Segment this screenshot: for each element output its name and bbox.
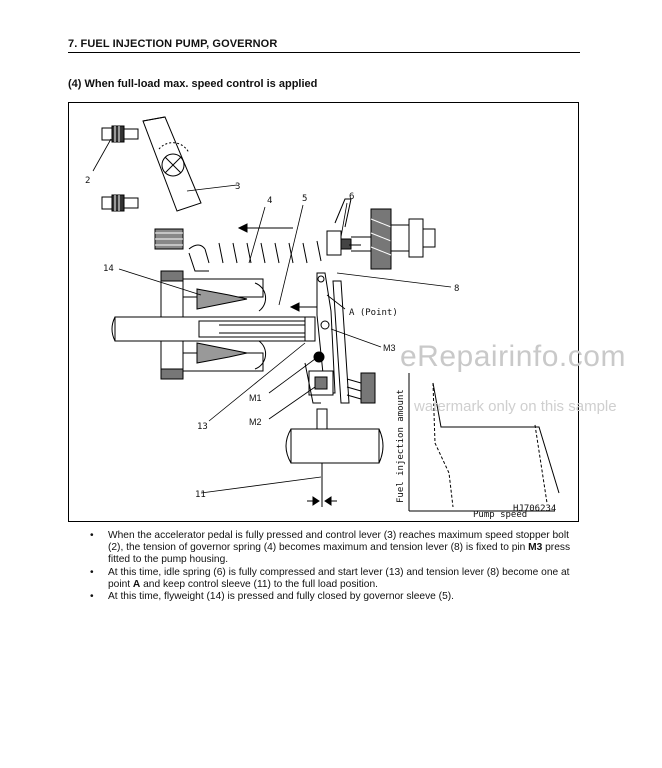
lower-spring xyxy=(346,372,376,404)
callout-2: 2 xyxy=(85,176,90,186)
idle-spring-assembly xyxy=(326,198,361,256)
graph-ylabel: Fuel injection amount xyxy=(396,389,406,503)
callout-3: 3 xyxy=(235,182,240,192)
callout-6: 6 xyxy=(349,192,354,202)
header-rule xyxy=(68,52,580,53)
callout-m1: M1 xyxy=(249,393,262,403)
bullet-item: When the accelerator pedal is fully pres… xyxy=(90,530,585,567)
bullet-item: At this time, flyweight (14) is pressed … xyxy=(90,591,585,603)
figure-code: HJ706234 xyxy=(513,504,556,514)
callout-m3: M3 xyxy=(383,343,396,353)
stopper-bolt-lower xyxy=(101,194,139,212)
injection-graph xyxy=(408,373,560,512)
diagram-drawing: 2 3 4 5 6 14 8 A (Point) M3 M1 M2 13 11 … xyxy=(85,116,560,520)
graph-xlabel: Pump speed xyxy=(473,510,527,520)
callout-13: 13 xyxy=(197,422,208,432)
subsection-title: (4) When full-load max. speed control is… xyxy=(68,78,318,90)
lever-assembly xyxy=(304,272,350,404)
leader-lines xyxy=(92,138,452,494)
callout-11: 11 xyxy=(195,490,206,500)
callout-point-a: A (Point) xyxy=(349,308,398,318)
bullet-item: At this time, idle spring (6) is fully c… xyxy=(90,567,585,591)
callout-4: 4 xyxy=(267,196,272,206)
housing-bolt xyxy=(351,208,436,270)
watermark-logo: eRepairinfo.com xyxy=(400,340,626,373)
watermark-text: watermark only on this sample xyxy=(414,398,617,415)
section-header: 7. FUEL INJECTION PUMP, GOVERNOR xyxy=(68,38,278,50)
stopper-bolt-upper xyxy=(101,125,139,143)
governor-spring xyxy=(188,240,322,272)
callout-5: 5 xyxy=(302,194,307,204)
callout-m2: M2 xyxy=(249,417,262,427)
drive-shaft xyxy=(111,316,316,342)
callout-8: 8 xyxy=(454,284,459,294)
control-sleeve xyxy=(285,408,384,507)
governor-diagram: 2 3 4 5 6 14 8 A (Point) M3 M1 M2 13 11 … xyxy=(68,102,579,522)
callout-14: 14 xyxy=(103,264,114,274)
bullet-list: When the accelerator pedal is fully pres… xyxy=(90,530,585,603)
control-lever xyxy=(142,116,202,212)
